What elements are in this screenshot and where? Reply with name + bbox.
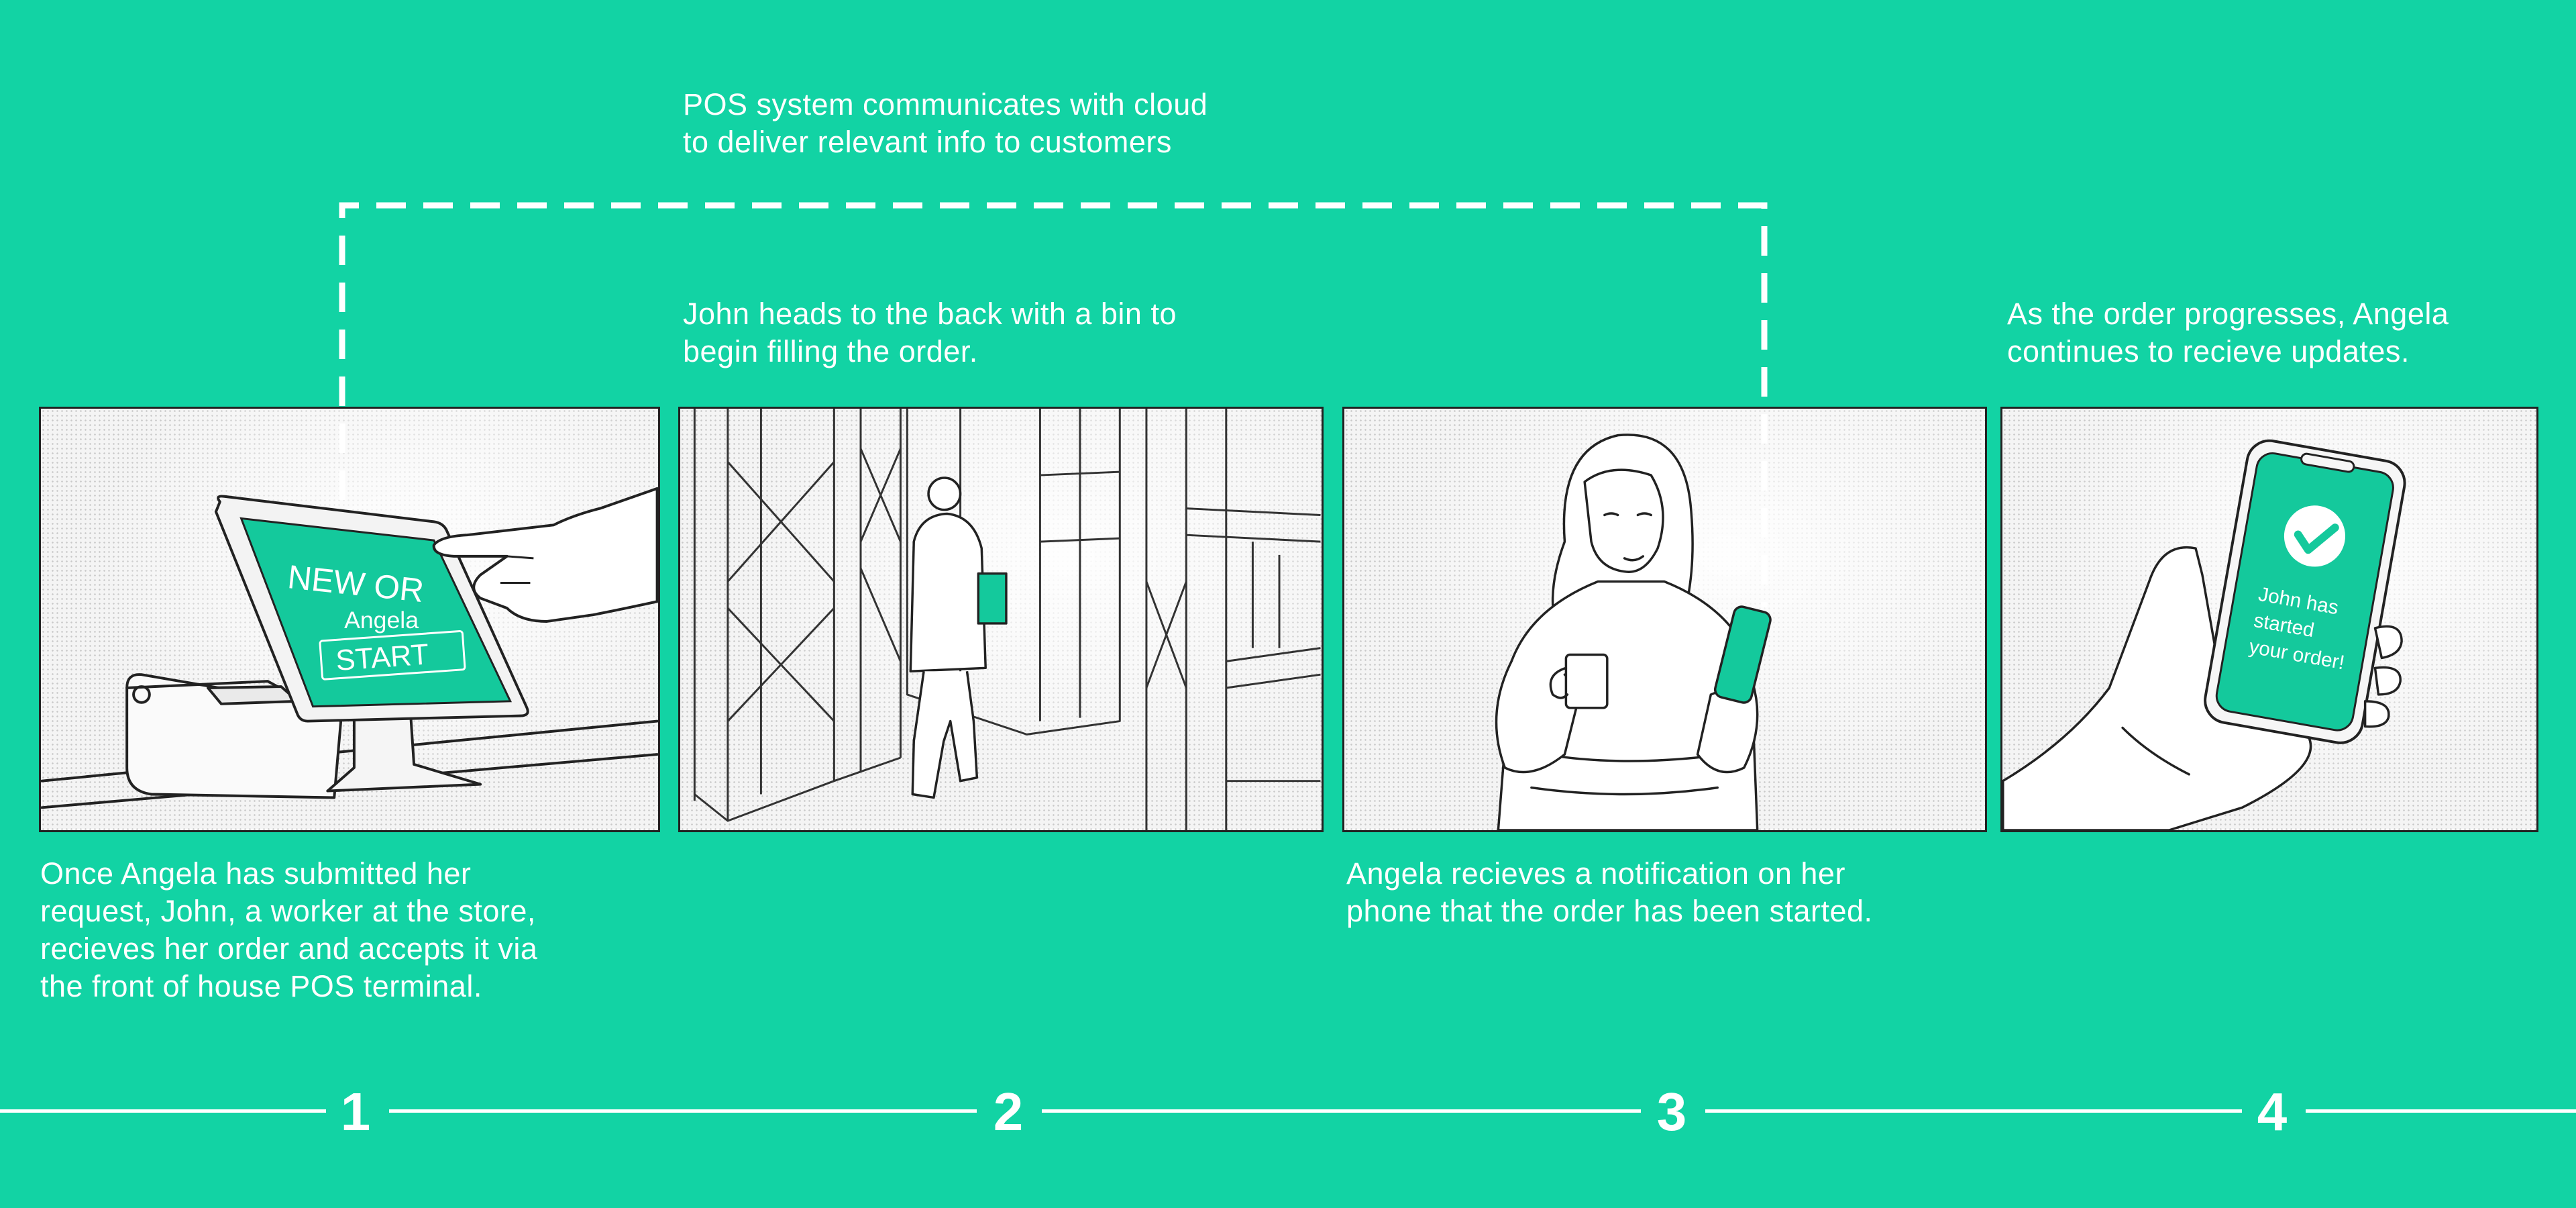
panel-4-phone-update: John has started your order! — [2000, 407, 2538, 832]
pos-screen-customer-name: Angela — [344, 607, 419, 634]
timeline-segment-3 — [1042, 1109, 1641, 1113]
timeline-segment-5 — [2306, 1109, 2576, 1113]
panel-3-caption: Angela recieves a notification on her ph… — [1346, 855, 1873, 930]
step-number-2: 2 — [993, 1082, 1024, 1142]
connector-caption: POS system communicates with cloud to de… — [683, 86, 1208, 161]
timeline-segment-4 — [1705, 1109, 2242, 1113]
panel-4-caption: As the order progresses, Angela continue… — [2007, 295, 2449, 370]
panel-1-caption-line-3: recieves her order and accepts it via — [40, 932, 538, 966]
checkmark-icon — [2284, 505, 2346, 567]
angela-illustration — [1495, 434, 1772, 830]
step-number-1: 1 — [340, 1082, 371, 1142]
connector-caption-line-2: to deliver relevant info to customers — [683, 125, 1172, 159]
panel-2-warehouse — [678, 407, 1324, 832]
phone-update-illustration: John has started your order! — [2002, 439, 2406, 830]
panel-3-caption-line-2: phone that the order has been started. — [1346, 894, 1873, 928]
panel-1-caption-line-1: Once Angela has submitted her — [40, 856, 472, 891]
notification-phone-icon — [1713, 605, 1772, 704]
panel-2-caption-line-1: John heads to the back with a bin to — [683, 297, 1177, 331]
panel-3-angela-phone — [1342, 407, 1987, 832]
pos-screen-start-button: START — [335, 638, 430, 677]
warehouse-illustration — [693, 409, 1321, 830]
timeline-segment-1 — [0, 1109, 326, 1113]
panel-1-caption-line-2: request, John, a worker at the store, — [40, 894, 536, 928]
step-number-4: 4 — [2257, 1082, 2288, 1142]
panel-4-caption-line-2: continues to recieve updates. — [2007, 334, 2410, 368]
connector-caption-line-1: POS system communicates with cloud — [683, 87, 1208, 121]
panel-2-caption: John heads to the back with a bin to beg… — [683, 295, 1177, 370]
update-phone-icon: John has started your order! — [2204, 439, 2406, 744]
panel-1-pos-terminal: NEW OR Angela START — [39, 407, 660, 832]
panel-1-caption: Once Angela has submitted her request, J… — [40, 855, 537, 1005]
panel-2-caption-line-2: begin filling the order. — [683, 334, 978, 368]
panel-4-caption-line-1: As the order progresses, Angela — [2007, 297, 2449, 331]
worker-figure-icon — [909, 476, 1008, 799]
panel-1-caption-line-4: the front of house POS terminal. — [40, 969, 482, 1003]
panel-3-caption-line-1: Angela recieves a notification on her — [1346, 856, 1845, 891]
pos-terminal-illustration: NEW OR Angela START — [41, 487, 658, 809]
timeline-segment-2 — [389, 1109, 977, 1113]
step-number-3: 3 — [1656, 1082, 1687, 1142]
